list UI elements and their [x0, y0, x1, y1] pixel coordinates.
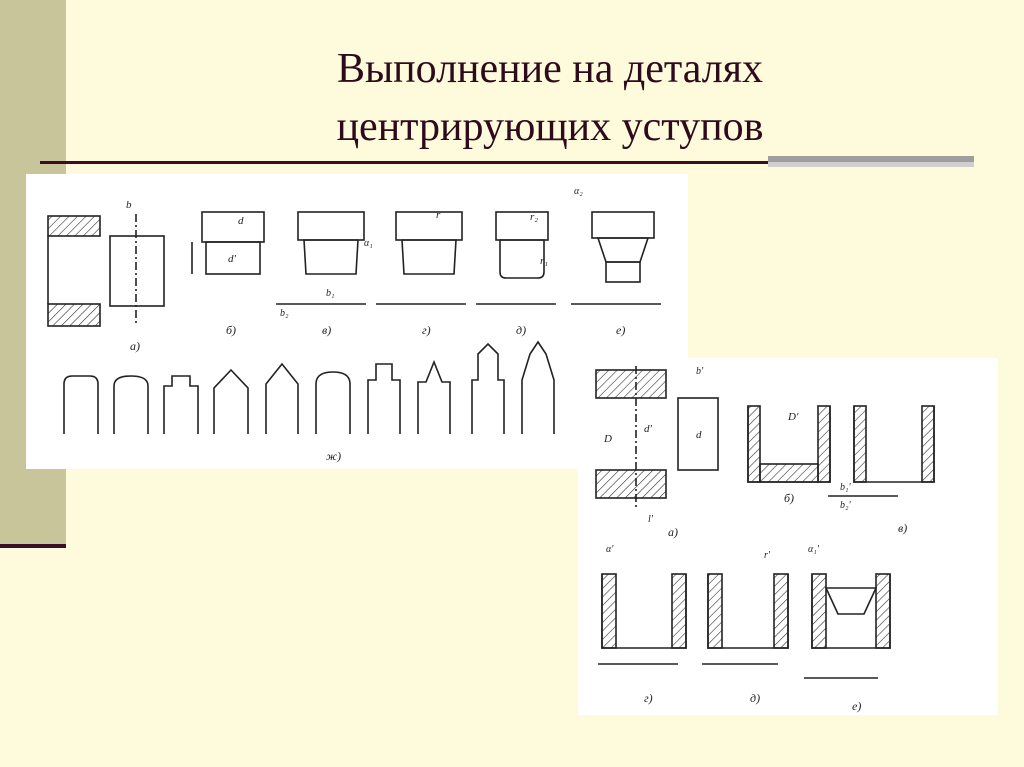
hub-dim-r-prime: r' [764, 550, 771, 561]
sublabel-a: а) [130, 339, 140, 353]
sidebar-underline [0, 544, 66, 548]
hub-dim-alpha1-prime: α₁' [808, 544, 820, 555]
drawing-hub-steps-svg: а) б) в) г) д) е) D D' d' d l' b' b₁' b₂… [595, 366, 935, 713]
shaft-ends-row [63, 340, 555, 434]
dim-d: d [238, 215, 244, 227]
hub-dim-D: D [603, 433, 612, 445]
title-line-2: центрирующих уступов [336, 104, 764, 150]
hub-dim-D-prime: D' [787, 411, 799, 423]
sublabel-e: е) [616, 323, 625, 337]
dim-r1: r₁ [540, 255, 548, 267]
title-divider-accent [768, 156, 974, 167]
drawing-hub-steps: а) б) в) г) д) е) D D' d' d l' b' b₁' b₂… [578, 358, 998, 715]
dim-alpha1: α₁ [364, 238, 373, 249]
hub-sublabel-a: а) [668, 525, 678, 539]
sublabel-v: в) [322, 323, 331, 337]
hub-sublabel-g: г) [644, 691, 653, 705]
hub-a-bottom [595, 469, 667, 499]
shaft-b-head [201, 211, 265, 243]
dim-r2: r₂ [530, 211, 538, 223]
slide-title: Выполнение на деталях центрирующих уступ… [220, 40, 880, 156]
sublabel-zh: ж) [326, 449, 341, 463]
hub-dim-b-prime: b' [696, 366, 704, 377]
sublabel-d: д) [516, 323, 526, 337]
dim-r: r [436, 209, 441, 221]
sublabel-g: г) [422, 323, 431, 337]
shaft-d-head [495, 211, 549, 241]
dim-b: b [126, 199, 132, 211]
hub-sublabel-v: в) [898, 521, 907, 535]
shaft-v-head [297, 211, 365, 241]
hub-section-bottom [47, 303, 101, 327]
dim-b1: b₁ [326, 288, 334, 299]
shaft-a [109, 235, 165, 307]
shaft-e-head [591, 211, 655, 239]
hub-sublabel-d: д) [750, 691, 760, 705]
sublabel-b: б) [226, 323, 236, 337]
hub-section-top [47, 215, 101, 237]
hub-a-top [595, 369, 667, 399]
hub-dim-l-prime: l' [648, 514, 654, 525]
dim-b2: b₂ [280, 308, 289, 319]
shaft-v-step [303, 239, 359, 275]
hub-sublabel-e: е) [852, 699, 861, 713]
shaft-e-chamfer [596, 237, 650, 263]
shaft-a2 [677, 397, 719, 471]
shaft-e-step [605, 261, 641, 283]
shaft-b-step [205, 241, 261, 275]
hub-dim-b2-prime: b₂' [840, 500, 851, 511]
title-line-1: Выполнение на деталях [336, 46, 764, 92]
hub-sublabel-b: б) [784, 491, 794, 505]
hub-dim-alpha-prime: α' [606, 544, 614, 555]
shaft-g-head [395, 211, 463, 241]
title-divider [40, 161, 770, 164]
drawing-shaft-steps: а) б) в) г) д) е) ж) d b d' b₁ b₂ r r₁ r… [26, 174, 688, 469]
shaft-g-step [401, 239, 457, 275]
dim-d-prime: d' [228, 253, 237, 265]
hub-dim-d: d [696, 429, 702, 441]
hub-dim-b1-prime: b₁' [840, 482, 851, 493]
shaft-d-step [499, 239, 545, 279]
dim-alpha2: α₂ [574, 186, 583, 197]
hub-dim-d-prime: d' [644, 423, 653, 435]
drawing-shaft-steps-svg: а) б) в) г) д) е) ж) d b d' b₁ b₂ r r₁ r… [47, 186, 661, 463]
